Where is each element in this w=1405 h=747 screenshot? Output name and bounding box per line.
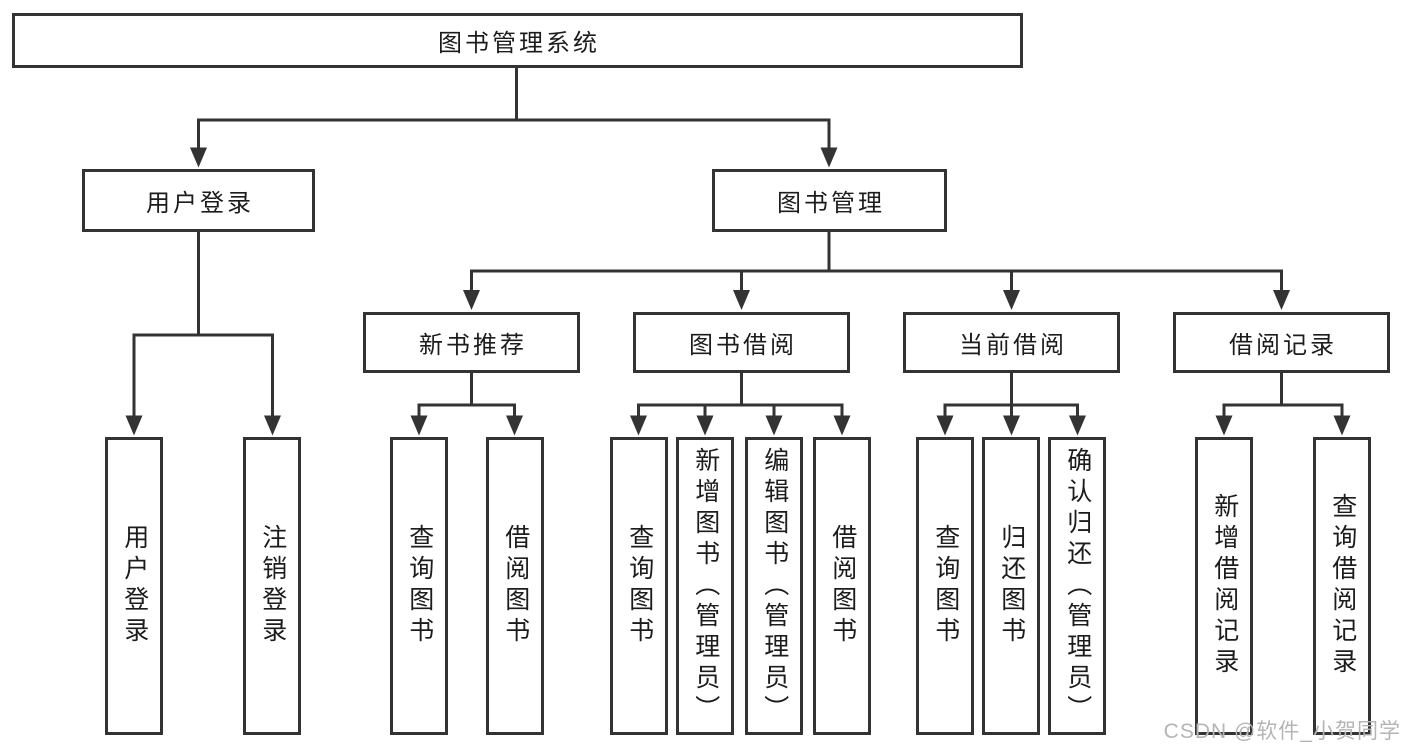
node-book-borrow: 图书借阅 <box>633 312 850 373</box>
leaf-label: 新增借阅记录 <box>1210 493 1239 679</box>
leaf-return-book: 归还图书 <box>982 437 1040 735</box>
leaf-add-book-admin: 新增图书（管理员） <box>676 437 734 735</box>
leaf-borrow-books-borrow: 借阅图书 <box>813 437 871 735</box>
leaf-user-login: 用户登录 <box>105 437 163 735</box>
leaf-edit-book-admin: 编辑图书（管理员） <box>745 437 803 735</box>
node-book-management: 图书管理 <box>712 169 947 232</box>
leaf-label: 归还图书 <box>997 524 1026 648</box>
leaf-label: 注销登录 <box>258 524 287 648</box>
leaf-label: 查询图书 <box>405 524 434 648</box>
node-current-borrow: 当前借阅 <box>903 312 1120 373</box>
leaf-label: 查询借阅记录 <box>1328 493 1357 679</box>
leaf-confirm-return-admin: 确认归还（管理员） <box>1048 437 1106 735</box>
leaf-label: 确认归还（管理员） <box>1063 446 1092 726</box>
leaf-label: 借阅图书 <box>828 524 857 648</box>
leaf-label: 编辑图书（管理员） <box>760 446 789 726</box>
node-new-book-recommend: 新书推荐 <box>363 312 580 373</box>
watermark: CSDN @软件_小贺同学 <box>1163 720 1401 743</box>
leaf-add-borrow-record: 新增借阅记录 <box>1195 437 1253 735</box>
node-book-system: 图书管理系统 <box>12 13 1023 68</box>
node-borrow-records: 借阅记录 <box>1173 312 1390 373</box>
node-user-login: 用户登录 <box>82 169 315 232</box>
leaf-query-borrow-record: 查询借阅记录 <box>1313 437 1371 735</box>
leaf-logout: 注销登录 <box>243 437 301 735</box>
leaf-query-books-borrow: 查询图书 <box>610 437 668 735</box>
leaf-label: 借阅图书 <box>501 524 530 648</box>
leaf-query-books-current: 查询图书 <box>916 437 974 735</box>
leaf-query-books-recommend: 查询图书 <box>390 437 448 735</box>
leaf-label: 新增图书（管理员） <box>691 446 720 726</box>
leaf-borrow-books-recommend: 借阅图书 <box>486 437 544 735</box>
leaf-label: 用户登录 <box>120 524 149 648</box>
leaf-label: 查询图书 <box>625 524 654 648</box>
leaf-label: 查询图书 <box>931 524 960 648</box>
